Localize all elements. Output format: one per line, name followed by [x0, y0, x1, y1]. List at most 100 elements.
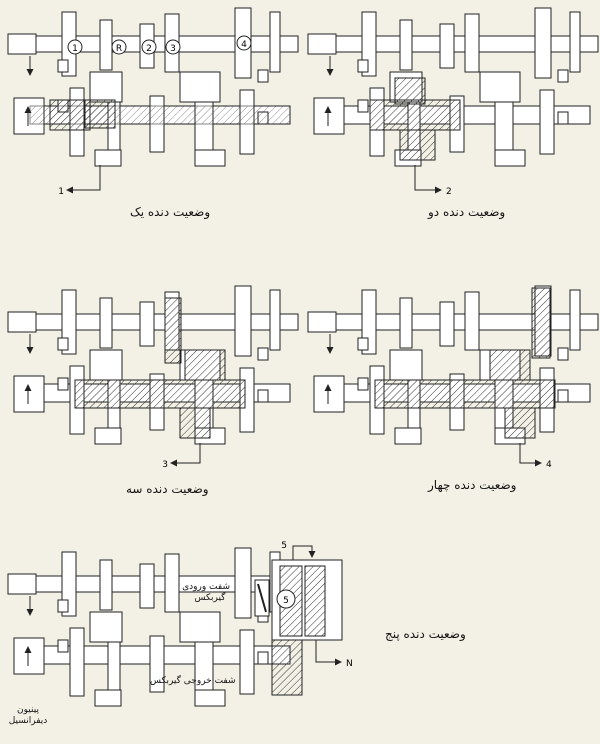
input-gear — [99, 19, 113, 71]
input-shaft-end — [307, 33, 337, 55]
diagram-gear-4: 4 — [307, 285, 599, 470]
marker-label: 5 — [281, 541, 287, 551]
gear-number-labels: 1 R 2 3 4 — [67, 35, 252, 55]
power-flow-path — [74, 297, 246, 439]
input-gear — [399, 297, 413, 349]
marker-label: 1 — [58, 187, 64, 197]
input-shaft-end — [7, 573, 37, 595]
bearing — [357, 337, 369, 351]
pinion-label-line-2: دیفرانسیل — [8, 716, 48, 726]
synchro-hub — [479, 71, 521, 103]
caption-gear-1: وضعیت دنده یک — [130, 205, 211, 219]
marker-label: 3 — [162, 460, 168, 470]
gear-label-2: 2 — [146, 44, 152, 54]
lower-hub — [94, 427, 122, 445]
bearing — [557, 347, 569, 361]
gear-label-r: R — [116, 44, 122, 54]
bearing — [557, 389, 569, 403]
synchro-hub — [89, 71, 123, 103]
output-marker: 4 — [519, 443, 552, 470]
caption-gear-3: وضعیت دنده سه — [126, 482, 209, 496]
diagram-gear-3: 3 — [7, 285, 299, 470]
bearing — [57, 639, 69, 653]
lower-hub — [94, 149, 122, 167]
bearing — [557, 111, 569, 125]
output-gear — [239, 629, 255, 695]
input-shaft-label: شفت ورودی گیربکس — [182, 582, 230, 604]
output-gear — [539, 89, 555, 155]
bearing — [257, 347, 269, 361]
output-marker: 3 — [162, 443, 201, 470]
diagram-gear-1: 1 R 2 3 4 1 — [7, 7, 299, 197]
output-shaft-end — [313, 97, 345, 135]
power-flow-path — [369, 77, 461, 161]
lower-hub — [394, 427, 422, 445]
output-shaft-end — [313, 375, 345, 413]
output-gear — [149, 635, 165, 693]
input-gear — [269, 11, 281, 73]
bearing — [357, 99, 369, 113]
input-shaft-end — [7, 311, 37, 333]
gear-label-1: 1 — [72, 44, 78, 54]
gear-label-4: 4 — [241, 40, 247, 50]
gearbox-schematic — [7, 547, 299, 707]
synchro-hub — [89, 349, 123, 381]
bearing — [57, 377, 69, 391]
lower-hub — [494, 149, 526, 167]
bearing — [357, 377, 369, 391]
output-shaft-end — [13, 375, 45, 413]
power-flow-path — [374, 287, 556, 439]
caption-gear-2: وضعیت دنده دو — [428, 205, 506, 219]
gear-label-5: 5 — [283, 596, 289, 606]
bearing — [557, 69, 569, 83]
input-gear — [464, 291, 480, 351]
input-shaft-end — [307, 311, 337, 333]
lower-hub — [194, 689, 226, 707]
input-gear — [164, 553, 180, 613]
input-gear — [439, 301, 455, 347]
output-marker: 2 — [414, 165, 452, 197]
bearing — [257, 651, 269, 665]
input-gear — [269, 289, 281, 351]
output-shaft-label: شفت خروجی گیربکس — [150, 676, 236, 686]
pinion-label-line-1: پینیون — [17, 705, 39, 715]
bearing — [57, 599, 69, 613]
lower-hub — [94, 689, 122, 707]
caption-gear-4: وضعیت دنده چهار — [428, 478, 517, 492]
output-shaft-end — [13, 637, 45, 675]
input-gear — [234, 547, 252, 619]
input-gear — [439, 23, 455, 69]
diagram-gear-2: 2 — [307, 7, 599, 197]
input-gear — [534, 7, 552, 79]
gearbox-schematic — [307, 285, 599, 445]
fifth-gear-assembly: 5 — [254, 559, 343, 696]
bearing — [357, 59, 369, 73]
input-gear — [399, 19, 413, 71]
synchro-hub — [179, 611, 221, 643]
marker-label: 2 — [446, 187, 452, 197]
output-marker: 1 — [58, 165, 101, 197]
synchro-hub — [89, 611, 123, 643]
gearbox-schematic — [307, 7, 599, 167]
gearbox-schematic — [7, 7, 299, 167]
pinion-label: پینیون دیفرانسیل — [6, 705, 50, 727]
input-gear — [464, 13, 480, 73]
input-gear — [569, 289, 581, 351]
gearbox-schematic — [7, 285, 299, 445]
input-shaft-label-line-1: شفت ورودی — [182, 582, 230, 592]
synchro-hub — [179, 71, 221, 103]
output-gear — [69, 627, 85, 697]
synchro-hub — [389, 349, 423, 381]
bearing — [57, 59, 69, 73]
input-gear — [99, 559, 113, 611]
marker-label: 4 — [546, 460, 552, 470]
input-gear — [139, 563, 155, 609]
input-shaft-end — [7, 33, 37, 55]
input-gear — [569, 11, 581, 73]
gear-label-3: 3 — [170, 44, 176, 54]
marker-n-label: N — [346, 659, 353, 669]
bearing — [257, 69, 269, 83]
output-marker: 5 N — [281, 541, 352, 669]
lower-hub — [194, 149, 226, 167]
